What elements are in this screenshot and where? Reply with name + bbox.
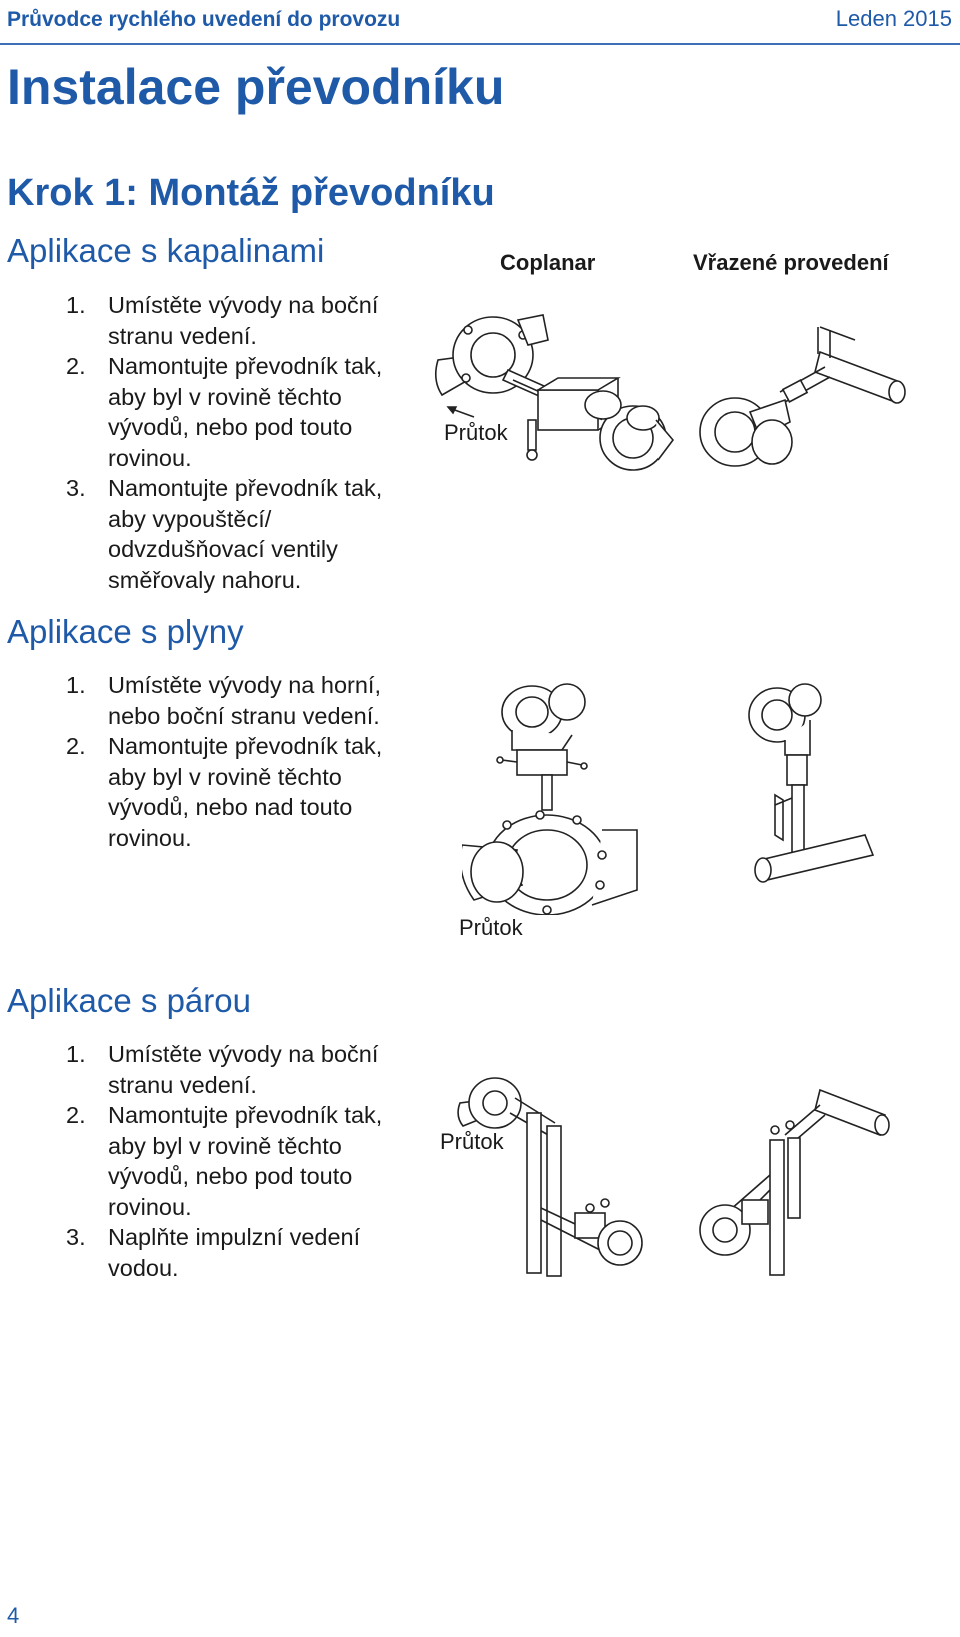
item-text: Namontujte převodník tak, aby byl v rovi… [108,733,383,851]
item-number: 1. [66,1041,86,1067]
item-number: 1. [66,672,86,698]
list-item: 2. Namontujte převodník tak, aby byl v ro… [66,351,426,473]
liquid-flow-arrow-icon [446,405,476,419]
steam-inline-figure [690,1080,890,1280]
document-date: Leden 2015 [835,6,952,31]
column-inline-label: Vřazené provedení [693,250,889,275]
item-number: 2. [66,733,86,759]
gas-inline-figure [745,680,895,895]
item-number: 2. [66,353,86,379]
gas-heading: Aplikace s plyny [7,613,244,650]
list-item: 3. Namontujte převodník tak, aby vypouště… [66,473,426,595]
steam-steps: 1. Umístěte vývody na boční stranu vedení… [66,1039,426,1283]
list-item: 3. Naplňte impulzní vedení vodou. [66,1222,426,1283]
steam-coplanar-figure [455,1068,650,1278]
item-number: 3. [66,475,86,501]
list-item: 1. Umístěte vývody na boční stranu vedení… [66,1039,426,1100]
item-text: Umístěte vývody na boční stranu vedení. [108,292,379,349]
liquid-heading: Aplikace s kapalinami [7,232,325,269]
list-item: 2. Namontujte převodník tak, aby byl v ro… [66,731,426,853]
liquid-inline-figure [690,322,915,482]
item-text: Naplňte impulzní vedení vodou. [108,1224,361,1281]
gas-coplanar-figure [462,680,642,915]
item-text: Namontujte převodník tak, aby vypouštěcí… [108,475,383,593]
steam-flow-label: Průtok [440,1129,504,1154]
steam-heading: Aplikace s párou [7,982,251,1019]
item-text: Umístěte vývody na boční stranu vedení. [108,1041,379,1098]
item-text: Umístěte vývody na horní, nebo boční str… [108,672,381,729]
liquid-steps: 1. Umístěte vývody na boční stranu vedení… [66,290,426,595]
list-item: 1. Umístěte vývody na boční stranu vedení… [66,290,426,351]
liquid-coplanar-figure [428,300,678,480]
column-coplanar-label: Coplanar [500,250,596,275]
liquid-flow-label: Průtok [444,420,508,445]
item-text: Namontujte převodník tak, aby byl v rovi… [108,1102,383,1220]
item-number: 2. [66,1102,86,1128]
header-divider [0,43,960,45]
item-number: 1. [66,292,86,318]
list-item: 1. Umístěte vývody na horní, nebo boční s… [66,670,426,731]
item-text: Namontujte převodník tak, aby byl v rovi… [108,353,383,471]
item-number: 3. [66,1224,86,1250]
list-item: 2. Namontujte převodník tak, aby byl v ro… [66,1100,426,1222]
document-title: Průvodce rychlého uvedení do provozu [7,8,401,31]
step-title: Krok 1: Montáž převodníku [7,172,495,214]
page-number: 4 [7,1603,20,1628]
page-title: Instalace převodníku [7,59,505,115]
gas-flow-label: Průtok [459,915,523,940]
gas-steps: 1. Umístěte vývody na horní, nebo boční s… [66,670,426,853]
